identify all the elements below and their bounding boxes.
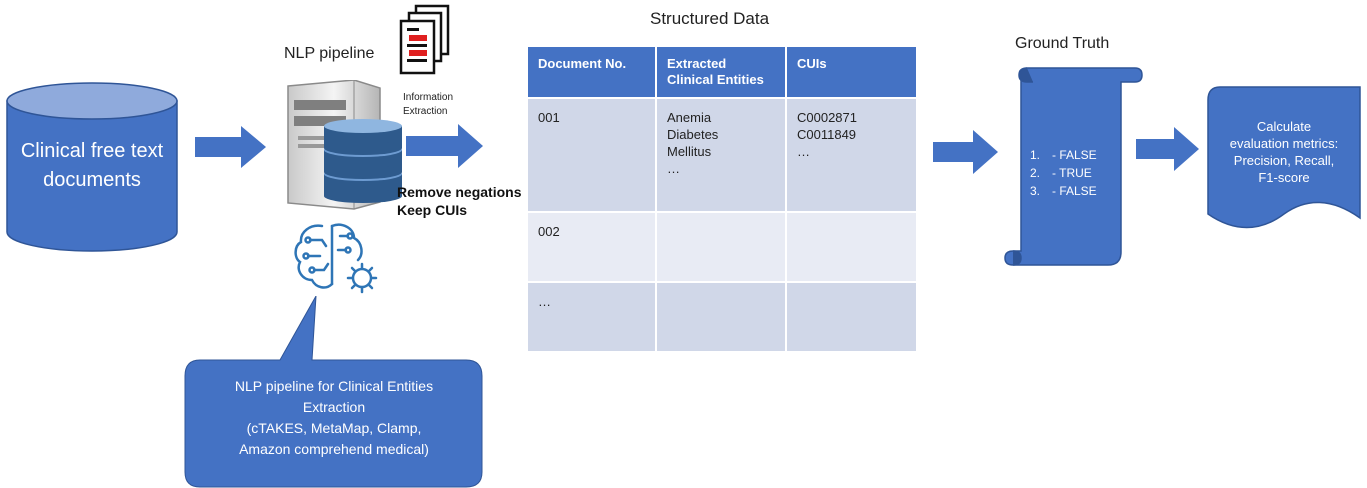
cell-cuis xyxy=(786,281,916,351)
cell-text: 001 xyxy=(538,110,560,125)
header-cuis: CUIs xyxy=(786,47,916,98)
database-cylinder-icon xyxy=(6,82,178,252)
callout-line-3: (cTAKES, MetaMap, Clamp, xyxy=(246,420,422,436)
list-item: 1. - FALSE xyxy=(1030,146,1120,164)
table-row: … xyxy=(528,281,916,351)
brain-gear-icon xyxy=(294,223,378,294)
cell-entities xyxy=(656,211,787,282)
header-document-no: Document No. xyxy=(528,47,657,98)
step-line-1: Remove negations xyxy=(397,184,522,200)
cell-cuis: C0002871 C0011849 … xyxy=(786,97,916,212)
info-extraction-line-1: Information xyxy=(403,92,454,103)
cell-document-no: … xyxy=(528,281,657,351)
header-text: Extracted xyxy=(667,56,727,71)
table-row: 002 xyxy=(528,211,916,282)
cell-entities xyxy=(656,281,787,351)
metrics-text: Calculate evaluation metrics: Precision,… xyxy=(1212,118,1356,186)
table-header-row: Document No. Extracted Clinical Entities… xyxy=(528,47,916,98)
metrics-line-4: F1-score xyxy=(1258,170,1310,185)
header-text: Document No. xyxy=(538,56,627,71)
entity-text: Diabetes xyxy=(667,127,719,142)
item-value: - FALSE xyxy=(1052,184,1097,198)
structured-data-table: Document No. Extracted Clinical Entities… xyxy=(528,47,916,351)
callout-text: NLP pipeline for Clinical Entities Extra… xyxy=(190,376,478,460)
ground-truth-title: Ground Truth xyxy=(1015,35,1110,52)
callout-line-1: NLP pipeline for Clinical Entities xyxy=(234,378,434,394)
source-documents-label: Clinical free text documents xyxy=(10,137,174,195)
cell-text: … xyxy=(538,294,551,309)
ground-truth-list: 1. - FALSE 2. - TRUE 3. - FALSE xyxy=(1030,146,1120,200)
item-value: - FALSE xyxy=(1052,148,1097,162)
callout-line-2: Extraction xyxy=(302,399,366,415)
cell-cuis xyxy=(786,211,916,282)
flow-arrow-2 xyxy=(406,124,483,168)
item-number: 1. xyxy=(1030,148,1041,162)
flow-arrow-1 xyxy=(195,126,266,168)
cui-text: C0011849 xyxy=(797,127,857,142)
item-number: 2. xyxy=(1030,166,1041,180)
cell-document-no: 001 xyxy=(528,97,657,212)
documents-stack-icon xyxy=(399,4,450,75)
cui-text: … xyxy=(797,144,810,159)
list-item: 3. - FALSE xyxy=(1030,182,1120,200)
source-line-1: Clinical free text xyxy=(20,140,164,162)
cell-entities: Anemia Diabetes Mellitus … xyxy=(656,97,787,212)
callout-line-4: Amazon comprehend medical) xyxy=(239,441,429,457)
entity-text: Anemia xyxy=(667,110,712,125)
metrics-line-2: evaluation metrics: xyxy=(1229,136,1339,151)
item-number: 3. xyxy=(1030,184,1041,198)
step-line-2: Keep CUIs xyxy=(397,202,468,218)
ground-truth-scroll-icon xyxy=(1004,67,1143,266)
cui-text: C0002871 xyxy=(797,110,857,125)
metrics-line-1: Calculate xyxy=(1256,119,1312,134)
database-stack-icon xyxy=(324,119,402,203)
cell-text: 002 xyxy=(538,224,560,239)
source-line-2: documents xyxy=(43,169,141,191)
header-text: CUIs xyxy=(797,56,827,71)
header-extracted-entities: Extracted Clinical Entities xyxy=(656,47,787,98)
metrics-line-3: Precision, Recall, xyxy=(1233,153,1335,168)
table-row: 001 Anemia Diabetes Mellitus … C0002871 … xyxy=(528,97,916,212)
cell-document-no: 002 xyxy=(528,211,657,282)
header-text: Clinical Entities xyxy=(667,72,764,87)
callout-bubble xyxy=(184,296,483,488)
flow-arrow-3 xyxy=(933,130,998,174)
list-item: 2. - TRUE xyxy=(1030,164,1120,182)
metrics-document-shape xyxy=(1207,86,1361,229)
processing-step-label: Remove negations Keep CUIs xyxy=(397,183,521,219)
info-extraction-label: Information Extraction xyxy=(403,91,453,119)
info-extraction-line-2: Extraction xyxy=(403,106,448,117)
entity-text: Mellitus xyxy=(667,144,712,159)
entity-text: … xyxy=(667,161,680,176)
structured-data-title: Structured Data xyxy=(650,9,770,28)
pipeline-title: NLP pipeline xyxy=(284,45,375,62)
flow-arrow-4 xyxy=(1136,127,1199,171)
item-value: - TRUE xyxy=(1052,166,1092,180)
